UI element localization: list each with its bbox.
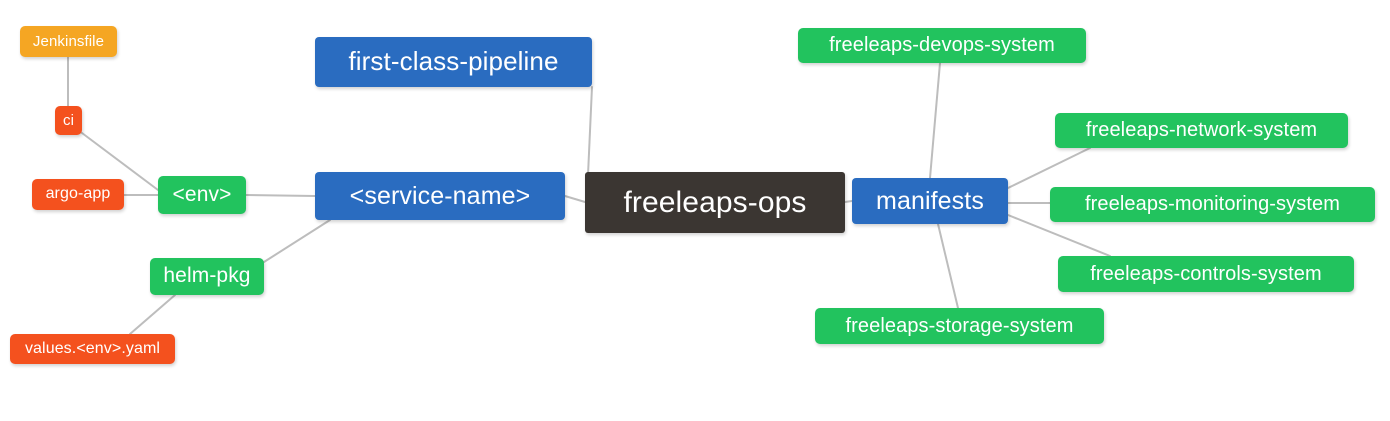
mindmap-node-label: Jenkinsfile [32,32,105,50]
mindmap-node-label: freeleaps-controls-system [1090,262,1322,285]
mindmap-node-env[interactable]: <env> [158,176,246,214]
mindmap-node-helm-pkg[interactable]: helm-pkg [150,258,264,295]
edge-ops-manifests [844,200,853,203]
mindmap-node-label: freeleaps-network-system [1085,119,1318,141]
mindmap-node-label: ci [62,111,75,129]
mindmap-node-ci[interactable]: ci [55,106,82,135]
mindmap-node-service-name[interactable]: <service-name> [315,172,565,220]
edge-ops-pipeline [587,86,593,176]
mindmap-node-freeleaps-storage-system[interactable]: freeleaps-storage-system [815,308,1104,344]
mindmap-node-label: manifests [876,186,984,215]
mindmap-node-jenkinsfile[interactable]: Jenkinsfile [20,26,117,57]
edge-helm-values [129,294,176,335]
mindmap-node-argo-app[interactable]: argo-app [32,179,124,210]
edge-manifests-storage [937,223,959,309]
mindmap-node-freeleaps-network-system[interactable]: freeleaps-network-system [1055,113,1348,148]
mindmap-node-first-class-pipeline[interactable]: first-class-pipeline [315,37,592,87]
mindmap-node-label: helm-pkg [163,264,251,288]
edge-manifests-devops [929,62,941,179]
mindmap-node-label: freeleaps-storage-system [845,314,1074,337]
mindmap-node-label: argo-app [45,185,111,203]
edge-manifests-network [1007,147,1091,189]
mindmap-node-manifests[interactable]: manifests [852,178,1008,224]
mindmap-node-label: values.<env>.yaml [24,339,161,357]
edge-service-helm [263,219,331,263]
mindmap-node-label: freeleaps-devops-system [829,34,1055,56]
mindmap-node-freeleaps-devops-system[interactable]: freeleaps-devops-system [798,28,1086,63]
edge-service-env [245,194,316,197]
mindmap-node-freeleaps-controls-system[interactable]: freeleaps-controls-system [1058,256,1354,292]
mindmap-node-label: <env> [172,182,232,206]
mindmap-node-label: first-class-pipeline [348,46,559,77]
mindmap-node-values-env-yaml[interactable]: values.<env>.yaml [10,334,175,364]
edge-ops-service [564,195,586,203]
mindmap-node-freeleaps-ops[interactable]: freeleaps-ops [585,172,845,233]
mindmap-node-freeleaps-monitoring-system[interactable]: freeleaps-monitoring-system [1050,187,1375,222]
mindmap-node-label: freeleaps-ops [623,185,807,219]
mindmap-node-label: <service-name> [349,181,531,210]
mindmap-node-label: freeleaps-monitoring-system [1084,193,1340,215]
